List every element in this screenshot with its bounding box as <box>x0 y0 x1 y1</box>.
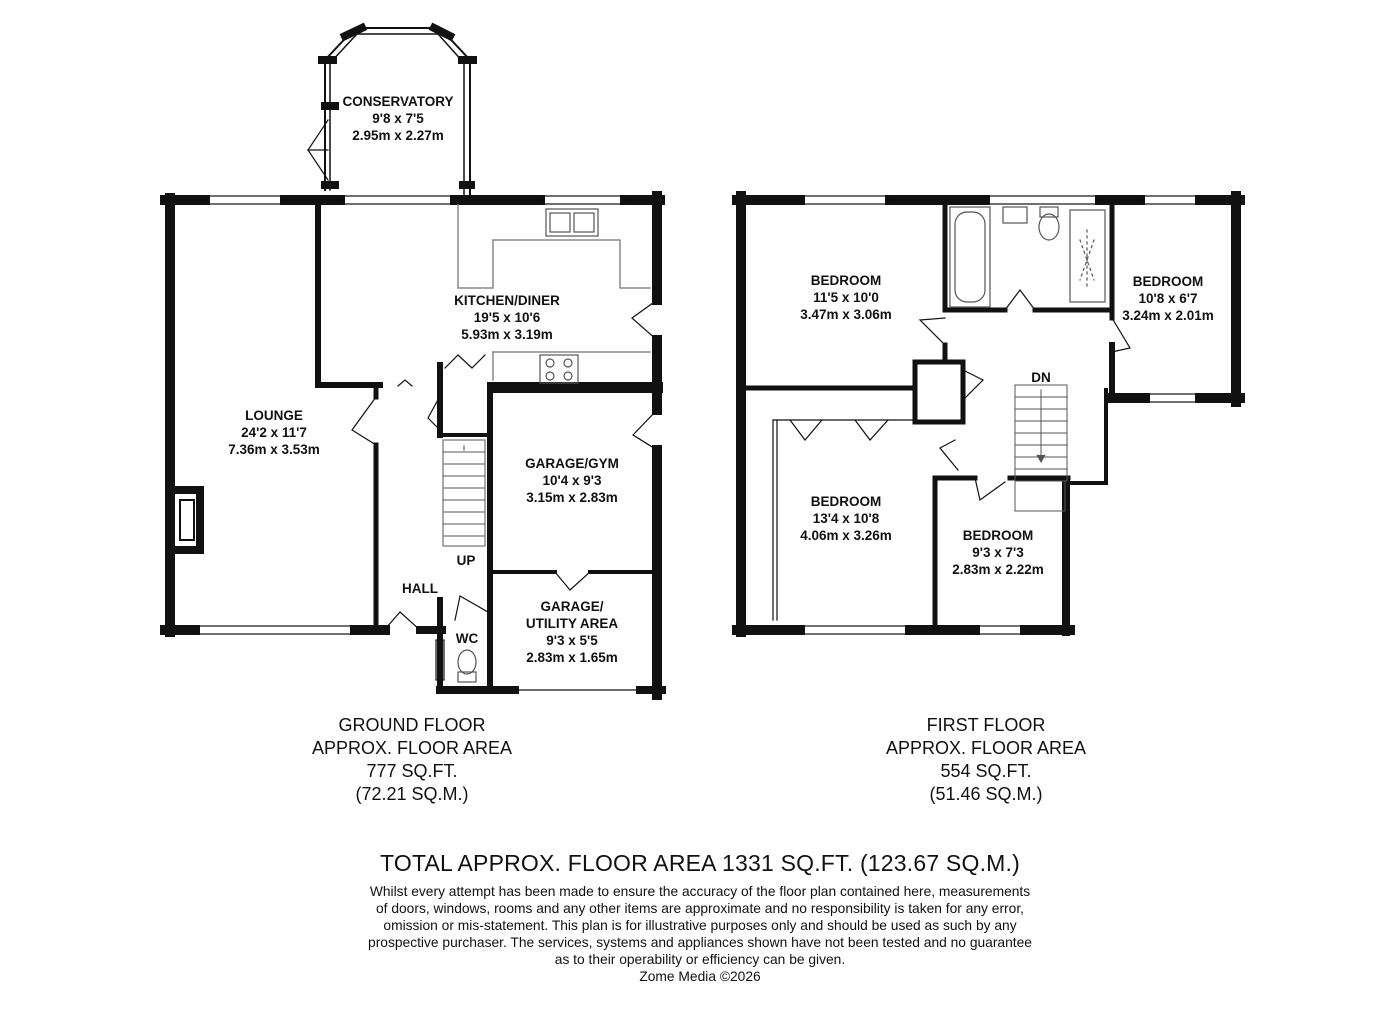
kitchen-walls <box>315 191 665 395</box>
kitchen-door <box>631 299 658 341</box>
room-name: CONSERVATORY <box>342 94 453 109</box>
room-label-utility: GARAGE/ UTILITY AREA 9'3 x 5'5 2.83m x 1… <box>526 599 619 665</box>
lounge-hall-door <box>397 379 413 387</box>
disclaimer-line: as to their operability or efficiency ca… <box>554 952 846 967</box>
kitchen-window <box>539 195 626 205</box>
disclaimer: Whilst every attempt has been made to en… <box>300 883 1100 985</box>
conservatory-door <box>306 119 329 181</box>
room-dim-imperial: 9'3 x 5'5 <box>546 633 598 648</box>
ground-stairs <box>442 439 486 547</box>
first-floor-inner-walls <box>738 197 1115 635</box>
room-dim-imperial: 13'4 x 10'8 <box>813 511 880 526</box>
room-dim-metric: 2.83m x 2.22m <box>952 562 1044 577</box>
room-dim-metric: 3.24m x 2.01m <box>1122 308 1214 323</box>
kitchen-hob <box>539 354 579 384</box>
lounge-windows <box>194 195 356 635</box>
room-label-garage-gym: GARAGE/GYM 10'4 x 9'3 3.15m x 2.83m <box>525 456 619 505</box>
room-dim-imperial: 19'5 x 10'6 <box>474 310 541 325</box>
utility-door <box>554 571 591 591</box>
ground-floor-area-sqm: (72.21 SQ.M.) <box>355 784 469 804</box>
wardrobe <box>772 419 916 621</box>
ground-floor-caption: GROUND FLOOR APPROX. FLOOR AREA 777 SQ.F… <box>262 714 562 806</box>
room-dim-imperial: 11'5 x 10'0 <box>813 290 879 305</box>
room-dim-metric: 7.36m x 3.53m <box>228 442 320 457</box>
first-stairs <box>1014 384 1068 512</box>
disclaimer-line: of doors, windows, rooms and any other i… <box>375 901 1024 916</box>
disclaimer-line: omission or mis-statement. This plan is … <box>383 918 1017 933</box>
room-dim-metric: 5.93m x 3.19m <box>461 327 553 342</box>
first-floor-title: FIRST FLOOR <box>926 715 1046 735</box>
front-door <box>385 611 421 631</box>
room-name: GARAGE/GYM <box>525 456 619 471</box>
disclaimer-line: Whilst every attempt has been made to en… <box>369 884 1031 899</box>
first-floor-area-sqft: 554 SQ.FT. <box>940 761 1032 781</box>
room-dim-imperial: 10'8 x 6'7 <box>1139 291 1198 306</box>
garage-walls <box>486 380 666 700</box>
room-name: LOUNGE <box>245 408 303 423</box>
room-dim-imperial: 24'2 x 11'7 <box>241 425 307 440</box>
first-floor-doors <box>789 289 1131 502</box>
room-label-bedroom-2: BEDROOM 10'8 x 6'7 3.24m x 2.01m <box>1122 274 1214 323</box>
under-stairs-door <box>427 395 441 431</box>
room-label-bedroom-4: BEDROOM 9'3 x 7'3 2.83m x 2.22m <box>952 528 1044 577</box>
bath-tub <box>949 206 991 308</box>
ground-floor-plan <box>160 22 666 700</box>
first-floor-windows <box>799 195 1201 635</box>
shower <box>1069 209 1106 303</box>
hall-label: HALL <box>402 581 438 596</box>
room-labels: CONSERVATORY 9'8 x 7'5 2.95m x 2.27m KIT… <box>228 94 1214 665</box>
stairs-down-label: DN <box>1031 370 1051 385</box>
room-dim-metric: 3.47m x 3.06m <box>800 307 892 322</box>
room-dim-metric: 2.83m x 1.65m <box>526 650 618 665</box>
room-label-kitchen: KITCHEN/DINER 19'5 x 10'6 5.93m x 3.19m <box>454 293 560 342</box>
room-label-bedroom-3: BEDROOM 13'4 x 10'8 4.06m x 3.26m <box>800 494 892 543</box>
room-name-line2: UTILITY AREA <box>526 616 619 631</box>
room-name: BEDROOM <box>811 273 882 288</box>
wc-toilet <box>457 649 477 683</box>
ground-floor-area-label: APPROX. FLOOR AREA <box>311 738 513 758</box>
garage-side-door <box>632 409 658 451</box>
wc-window <box>435 639 445 681</box>
room-dim-metric: 2.95m x 2.27m <box>352 128 444 143</box>
kitchen-sliding-door <box>339 195 456 205</box>
disclaimer-line: prospective purchaser. The services, sys… <box>368 935 1032 950</box>
first-floor-area-sqm: (51.46 SQ.M.) <box>929 784 1043 804</box>
room-dim-imperial: 9'8 x 7'5 <box>372 111 424 126</box>
ground-floor-title: GROUND FLOOR <box>338 715 486 735</box>
copyright: Zome Media ©2026 <box>639 969 761 984</box>
conservatory-outline <box>318 22 477 196</box>
pantry-door <box>444 354 486 369</box>
room-dim-metric: 4.06m x 3.26m <box>800 528 892 543</box>
first-floor-outer-walls <box>732 191 1245 637</box>
room-name: BEDROOM <box>1133 274 1204 289</box>
room-name: KITCHEN/DINER <box>454 293 560 308</box>
stairs-up-label: UP <box>457 553 476 568</box>
room-name: GARAGE/ <box>540 599 603 614</box>
room-name: BEDROOM <box>811 494 882 509</box>
ground-floor-area-sqft: 777 SQ.FT. <box>366 761 458 781</box>
lounge-door <box>351 396 377 446</box>
bathroom-basin <box>1002 206 1028 224</box>
room-label-conservatory: CONSERVATORY 9'8 x 7'5 2.95m x 2.27m <box>342 94 453 143</box>
room-name: BEDROOM <box>963 528 1034 543</box>
room-label-bedroom-1: BEDROOM 11'5 x 10'0 3.47m x 3.06m <box>800 273 892 322</box>
room-dim-imperial: 10'4 x 9'3 <box>543 473 602 488</box>
lounge-walls <box>160 193 390 637</box>
first-floor-caption: FIRST FLOOR APPROX. FLOOR AREA 554 SQ.FT… <box>836 714 1136 806</box>
first-floor-area-label: APPROX. FLOOR AREA <box>885 738 1087 758</box>
wc-door <box>454 595 489 621</box>
room-dim-metric: 3.15m x 2.83m <box>526 490 618 505</box>
kitchen-sink <box>545 208 599 237</box>
kitchen-worktops <box>457 204 651 381</box>
total-floor-area: TOTAL APPROX. FLOOR AREA 1331 SQ.FT. (12… <box>380 850 1020 876</box>
bathroom-toilet <box>1038 206 1060 241</box>
first-floor-plan <box>732 191 1245 637</box>
room-dim-imperial: 9'3 x 7'3 <box>972 545 1024 560</box>
wc-label: WC <box>456 631 479 646</box>
room-label-lounge: LOUNGE 24'2 x 11'7 7.36m x 3.53m <box>228 408 320 457</box>
